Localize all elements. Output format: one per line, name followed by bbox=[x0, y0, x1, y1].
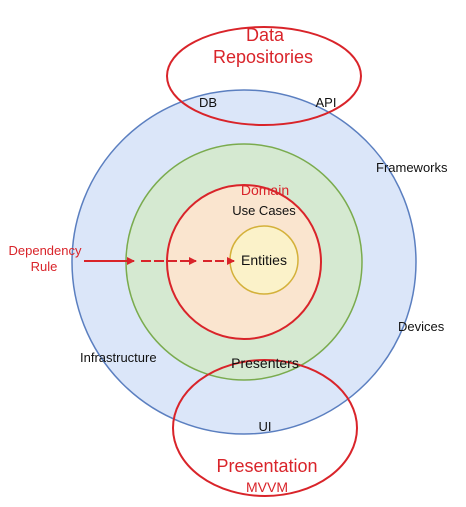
domain-label: Domain bbox=[241, 182, 289, 198]
infrastructure-label: Infrastructure bbox=[80, 350, 157, 365]
presenters-label: Presenters bbox=[231, 355, 299, 371]
dependency-rule-label: Dependency bbox=[9, 243, 82, 258]
ui-label: UI bbox=[259, 419, 272, 434]
data-repositories-ellipse bbox=[166, 26, 362, 126]
mvvm-label: MVVM bbox=[246, 479, 288, 495]
db-label: DB bbox=[199, 95, 217, 110]
presentation-title: Presentation bbox=[216, 456, 317, 476]
data-repositories-title-line2: Repositories bbox=[213, 47, 313, 67]
devices-label: Devices bbox=[398, 319, 445, 334]
data-repositories-title: Data bbox=[246, 25, 285, 45]
api-label: API bbox=[316, 95, 337, 110]
use-cases-label: Use Cases bbox=[232, 203, 296, 218]
dependency-rule-label-line2: Rule bbox=[31, 259, 58, 274]
presentation-ellipse bbox=[172, 359, 358, 497]
frameworks-label: Frameworks bbox=[376, 160, 448, 175]
entities-label: Entities bbox=[241, 252, 287, 268]
